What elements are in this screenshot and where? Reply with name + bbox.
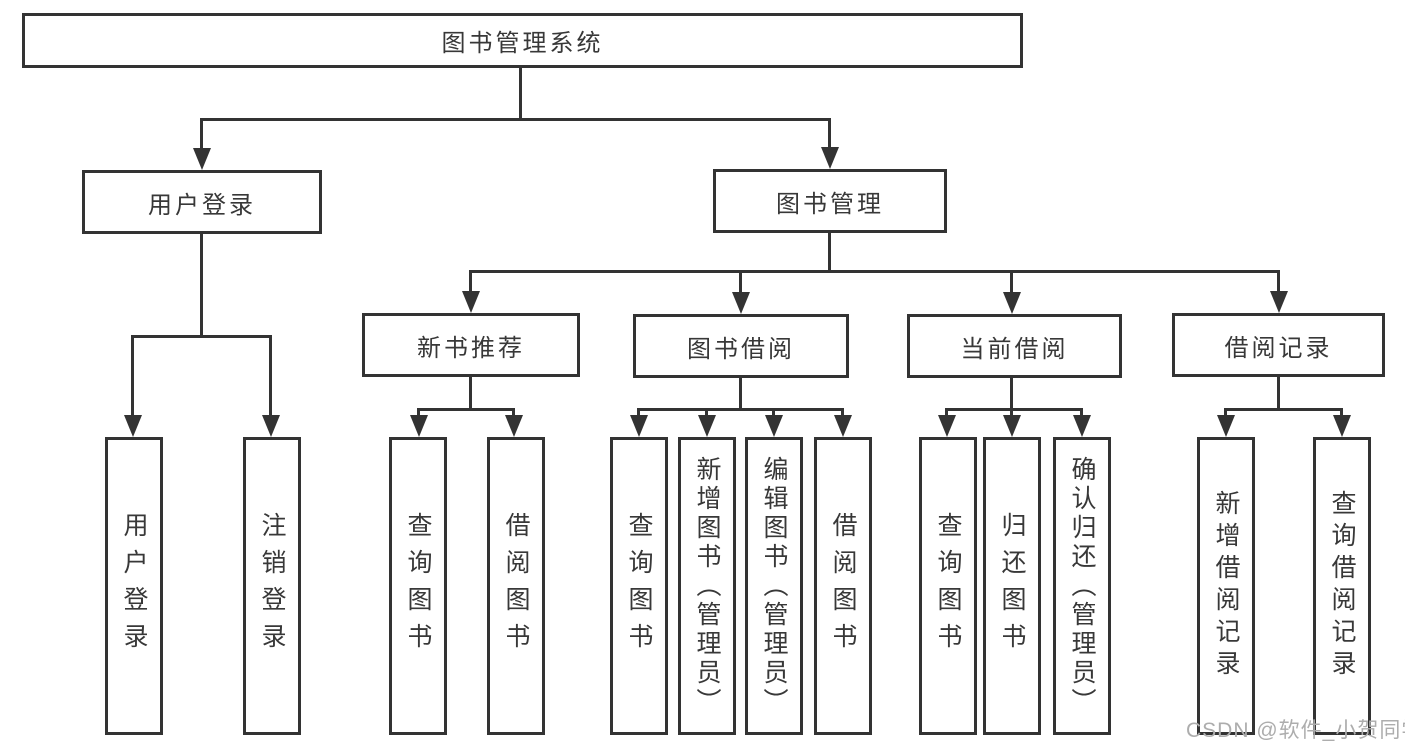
leaf-br-add-record: 新增借阅记录 bbox=[1197, 437, 1255, 735]
connector-line bbox=[200, 118, 203, 150]
connector-line bbox=[1010, 270, 1013, 293]
arrow-down-icon bbox=[732, 292, 750, 314]
arrow-down-icon bbox=[124, 415, 142, 437]
leaf-cb-return-books: 归还图书 bbox=[983, 437, 1041, 735]
leaf-user-login: 用户登录 bbox=[105, 437, 163, 735]
node-new-book-recommend: 新书推荐 bbox=[362, 313, 580, 377]
arrow-down-icon bbox=[1073, 415, 1091, 437]
arrow-down-icon bbox=[410, 415, 428, 437]
node-book-borrowing: 图书借阅 bbox=[633, 314, 849, 378]
leaf-nbr-borrow-books: 借阅图书 bbox=[487, 437, 545, 735]
connector-line bbox=[945, 408, 948, 417]
arrow-down-icon bbox=[698, 415, 716, 437]
connector-line bbox=[469, 377, 472, 411]
arrow-down-icon bbox=[505, 415, 523, 437]
node-current-borrowing: 当前借阅 bbox=[907, 314, 1122, 378]
connector-line bbox=[269, 335, 272, 417]
leaf-bb-borrow-books: 借阅图书 bbox=[814, 437, 872, 735]
connector-line bbox=[131, 335, 134, 417]
arrow-down-icon bbox=[262, 415, 280, 437]
connector-line bbox=[705, 408, 708, 417]
connector-line bbox=[739, 378, 742, 411]
connector-line bbox=[772, 408, 775, 417]
connector-line bbox=[519, 68, 522, 121]
arrow-down-icon bbox=[1003, 292, 1021, 314]
connector-line bbox=[1224, 408, 1343, 411]
leaf-bb-add-books-admin: 新增图书（管理员） bbox=[678, 437, 736, 735]
connector-line bbox=[200, 234, 203, 338]
arrow-down-icon bbox=[1003, 415, 1021, 437]
connector-line bbox=[469, 270, 472, 293]
arrow-down-icon bbox=[630, 415, 648, 437]
connector-line bbox=[512, 408, 515, 417]
leaf-bb-query-books: 查询图书 bbox=[610, 437, 668, 735]
leaf-nbr-query-books: 查询图书 bbox=[389, 437, 447, 735]
leaf-cb-query-books: 查询图书 bbox=[919, 437, 977, 735]
arrow-down-icon bbox=[1333, 415, 1351, 437]
connector-line bbox=[1277, 377, 1280, 411]
arrow-down-icon bbox=[462, 291, 480, 313]
arrow-down-icon bbox=[834, 415, 852, 437]
connector-line bbox=[200, 118, 831, 121]
node-book-management: 图书管理 bbox=[713, 169, 947, 233]
arrow-down-icon bbox=[821, 147, 839, 169]
connector-line bbox=[1010, 378, 1013, 411]
connector-line bbox=[469, 270, 1280, 273]
connector-line bbox=[1224, 408, 1227, 417]
connector-line bbox=[417, 408, 420, 417]
connector-line bbox=[637, 408, 844, 411]
connector-line bbox=[945, 408, 1083, 411]
connector-line bbox=[1080, 408, 1083, 417]
leaf-logout: 注销登录 bbox=[243, 437, 301, 735]
connector-line bbox=[739, 270, 742, 293]
node-borrowing-records: 借阅记录 bbox=[1172, 313, 1385, 377]
arrow-down-icon bbox=[1217, 415, 1235, 437]
arrow-down-icon bbox=[193, 148, 211, 170]
leaf-cb-confirm-return-admin: 确认归还（管理员） bbox=[1053, 437, 1111, 735]
connector-line bbox=[417, 408, 515, 411]
csdn-watermark: CSDN @软件_小贺同学 bbox=[1186, 719, 1405, 742]
connector-line bbox=[828, 118, 831, 150]
leaf-bb-edit-books-admin: 编辑图书（管理员） bbox=[745, 437, 803, 735]
node-root: 图书管理系统 bbox=[22, 13, 1023, 68]
connector-line bbox=[841, 408, 844, 417]
node-user-login: 用户登录 bbox=[82, 170, 322, 234]
connector-line bbox=[828, 233, 831, 273]
arrow-down-icon bbox=[765, 415, 783, 437]
connector-line bbox=[131, 335, 272, 338]
arrow-down-icon bbox=[1270, 291, 1288, 313]
connector-line bbox=[1340, 408, 1343, 417]
connector-line bbox=[637, 408, 640, 417]
leaf-br-query-record: 查询借阅记录 bbox=[1313, 437, 1371, 735]
connector-line bbox=[1277, 270, 1280, 293]
connector-line bbox=[1010, 408, 1013, 417]
arrow-down-icon bbox=[938, 415, 956, 437]
